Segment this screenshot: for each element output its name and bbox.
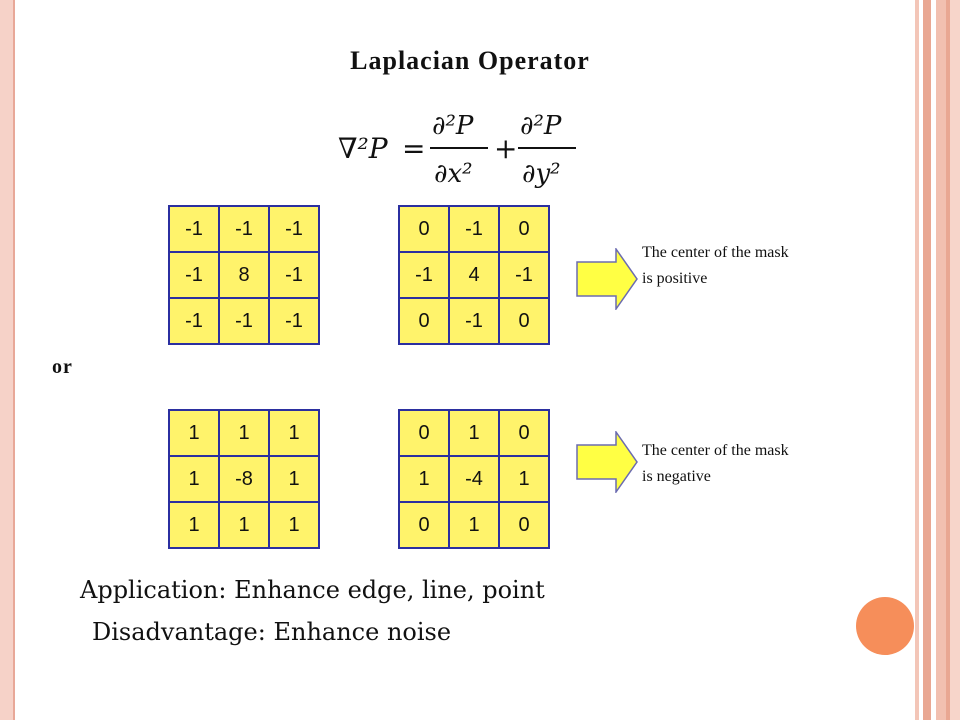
application-text: Application: Enhance edge, line, point xyxy=(80,576,545,604)
slide-title: Laplacian Operator xyxy=(350,46,590,75)
formula-term2-numerator: ∂²P xyxy=(520,111,562,141)
mask-positive-4: 0 -1 0 -1 4 -1 0 -1 0 xyxy=(398,205,550,345)
laplacian-formula: ∇²P = ∂²P ∂x² + ∂²P ∂y² xyxy=(338,111,576,189)
mask-cell: 0 xyxy=(500,503,548,547)
mask-center-cell: 4 xyxy=(450,253,498,297)
formula-term1-denominator: ∂x² xyxy=(434,159,473,189)
mask-cell: 1 xyxy=(220,411,268,455)
note-negative-line1: The center of the mask xyxy=(642,442,789,459)
disadvantage-text: Disadvantage: Enhance noise xyxy=(92,618,452,646)
mask-cell: 1 xyxy=(270,457,318,501)
mask-negative-4: 0 1 0 1 -4 1 0 1 0 xyxy=(398,409,550,549)
mask-cell: -1 xyxy=(500,253,548,297)
mask-cell: -1 xyxy=(170,207,218,251)
mask-cell: 0 xyxy=(500,299,548,343)
mask-cell: 0 xyxy=(400,299,448,343)
mask-cell: -1 xyxy=(270,253,318,297)
mask-cell: 0 xyxy=(500,207,548,251)
mask-cell: 0 xyxy=(500,411,548,455)
right-decorative-stripes xyxy=(915,0,960,720)
left-border-line xyxy=(13,0,15,720)
mask-cell: 0 xyxy=(400,411,448,455)
mask-cell: -1 xyxy=(450,299,498,343)
formula-term2-denominator: ∂y² xyxy=(522,159,561,189)
mask-cell: -1 xyxy=(270,299,318,343)
mask-cell: 1 xyxy=(170,411,218,455)
mask-cell: 0 xyxy=(400,503,448,547)
left-border-band xyxy=(0,0,13,720)
mask-cell: 1 xyxy=(270,503,318,547)
mask-cell: 1 xyxy=(270,411,318,455)
note-negative-line2: is negative xyxy=(642,468,711,485)
mask-cell: 1 xyxy=(220,503,268,547)
mask-negative-8: 1 1 1 1 -8 1 1 1 1 xyxy=(168,409,320,549)
mask-cell: 1 xyxy=(400,457,448,501)
right-arrow-icon xyxy=(576,248,638,310)
mask-cell: -1 xyxy=(220,299,268,343)
mask-cell: 1 xyxy=(170,457,218,501)
mask-cell: 0 xyxy=(400,207,448,251)
formula-lhs: ∇²P xyxy=(338,132,389,165)
decorative-circle xyxy=(856,597,914,655)
mask-cell: -1 xyxy=(170,253,218,297)
mask-cell: 1 xyxy=(170,503,218,547)
mask-cell: 1 xyxy=(500,457,548,501)
mask-cell: 1 xyxy=(450,411,498,455)
formula-plus: + xyxy=(494,132,517,165)
note-positive-line1: The center of the mask xyxy=(642,244,789,261)
mask-cell: -1 xyxy=(220,207,268,251)
mask-positive-8: -1 -1 -1 -1 8 -1 -1 -1 -1 xyxy=(168,205,320,345)
note-positive: The center of the mask is positive xyxy=(642,240,872,292)
mask-cell: -1 xyxy=(450,207,498,251)
mask-center-cell: -8 xyxy=(220,457,268,501)
formula-term1-numerator: ∂²P xyxy=(432,111,474,141)
formula-equals: = xyxy=(402,132,425,165)
note-negative: The center of the mask is negative xyxy=(642,438,872,490)
or-label: or xyxy=(52,356,73,378)
mask-cell: -1 xyxy=(170,299,218,343)
mask-cell: -1 xyxy=(270,207,318,251)
mask-cell: 1 xyxy=(450,503,498,547)
note-positive-line2: is positive xyxy=(642,270,708,287)
mask-center-cell: -4 xyxy=(450,457,498,501)
mask-cell: -1 xyxy=(400,253,448,297)
right-arrow-icon xyxy=(576,431,638,493)
mask-center-cell: 8 xyxy=(220,253,268,297)
